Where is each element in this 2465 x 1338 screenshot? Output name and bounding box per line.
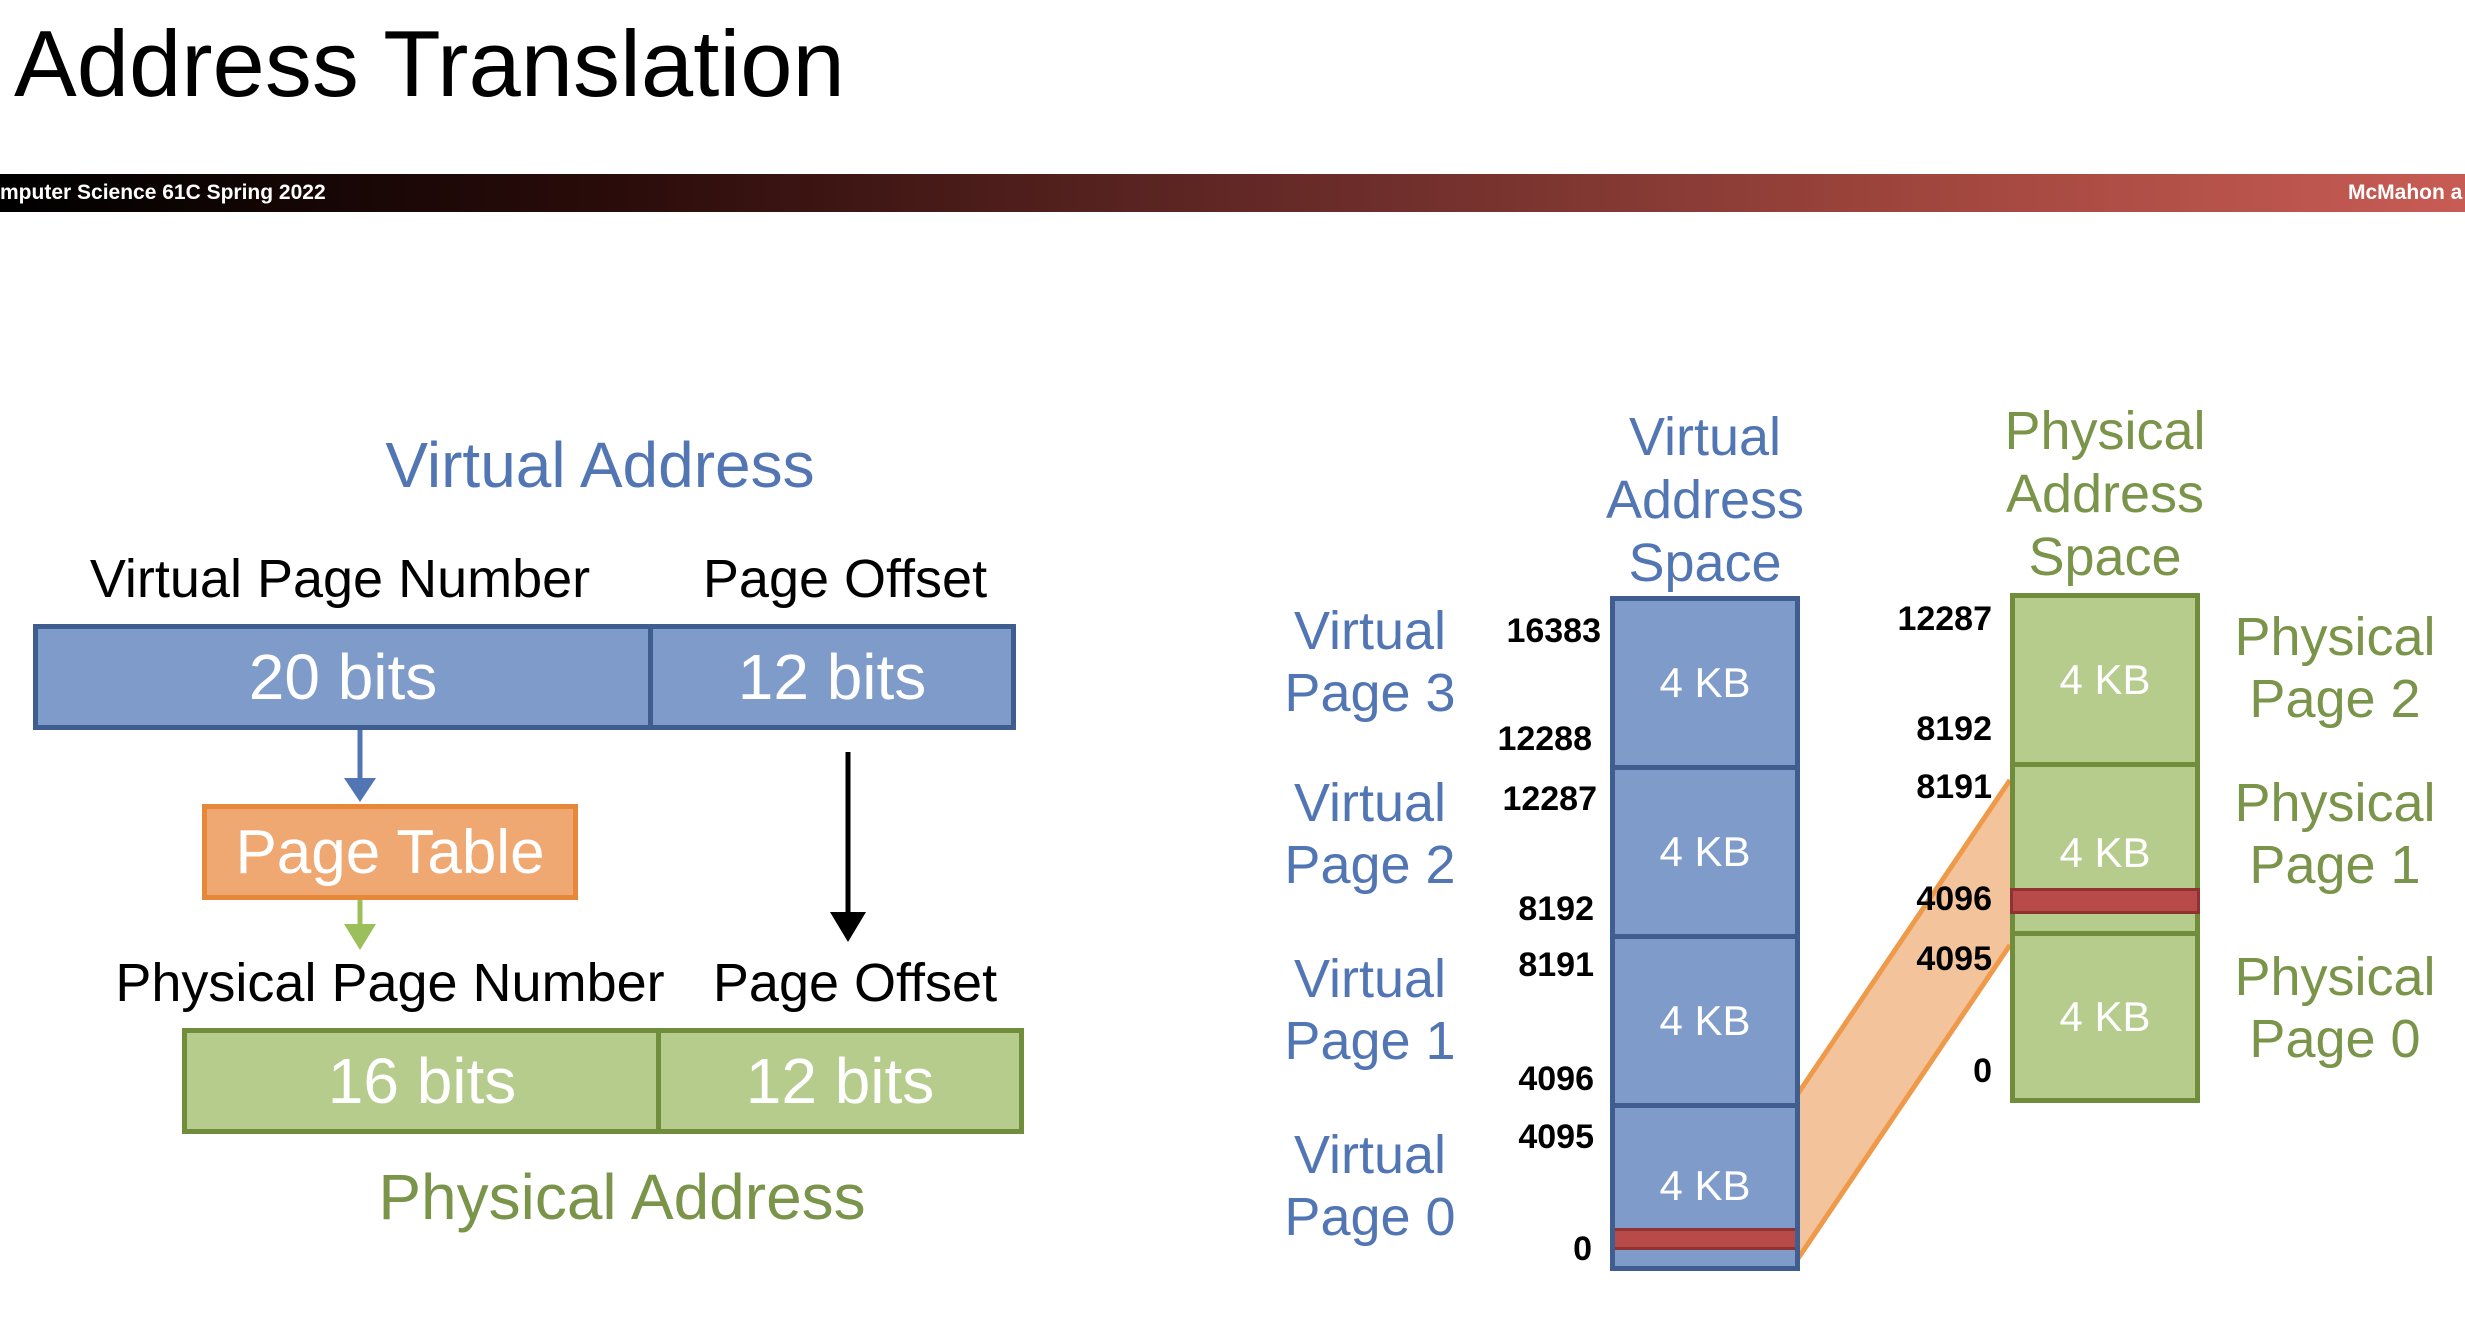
vpn-bits-box: 20 bits: [33, 624, 653, 730]
vaddr-12287: 12287: [1502, 780, 1597, 818]
paddr-8192: 8192: [1916, 710, 1992, 748]
vaddr-8192: 8192: [1518, 890, 1594, 928]
virtual-space-title: Virtual Address Space: [1605, 407, 1805, 593]
physical-address-title: Physical Address: [378, 1161, 866, 1233]
virtual-page-2-label: Virtual Page 2: [1284, 773, 1456, 895]
physical-page-0-label: Physical Page 0: [2234, 947, 2436, 1069]
mapping-edge-top: [1794, 778, 2013, 1097]
offset-bits-top: 12 bits: [737, 641, 927, 713]
vaddr-16383: 16383: [1506, 612, 1601, 650]
page-table-box: Page Table: [202, 804, 578, 900]
paddr-0: 0: [1973, 1052, 1992, 1090]
paddr-4096: 4096: [1916, 880, 1992, 918]
mapping-edge-bottom: [1794, 943, 2013, 1262]
physical-space-title: Physical Address Space: [2004, 401, 2206, 587]
paddr-4095: 4095: [1916, 940, 1992, 978]
physical-block-0: 4 KB: [2010, 931, 2200, 1103]
ppn-bits-box: 16 bits: [182, 1028, 662, 1134]
physical-block-2: 4 KB: [2010, 593, 2200, 767]
physical-page-2-label: Physical Page 2: [2234, 607, 2436, 729]
page-offset-label-top: Page Offset: [702, 549, 988, 609]
slide-banner: mputer Science 61C Spring 2022 McMahon a: [0, 174, 2465, 212]
virtual-highlight-bar: [1615, 1228, 1795, 1250]
virtual-block-2: 4 KB: [1610, 765, 1800, 939]
virtual-block-1: 4 KB: [1610, 934, 1800, 1108]
virtual-address-title: Virtual Address: [385, 429, 815, 501]
vaddr-4095: 4095: [1518, 1118, 1594, 1156]
vpn-label: Virtual Page Number: [89, 549, 591, 609]
paddr-12287: 12287: [1897, 600, 1992, 638]
vaddr-0: 0: [1573, 1230, 1592, 1268]
virtual-page-0-label: Virtual Page 0: [1284, 1125, 1456, 1247]
virtual-page-3-label: Virtual Page 3: [1284, 601, 1456, 723]
slide-title: Address Translation: [14, 11, 845, 116]
vaddr-4096: 4096: [1518, 1060, 1594, 1098]
vaddr-8191: 8191: [1518, 946, 1594, 984]
offset-bits-box-bottom: 12 bits: [656, 1028, 1024, 1134]
mapping-band: [1797, 780, 2010, 1260]
offset-arrow-head: [830, 912, 866, 942]
virtual-page-1-label: Virtual Page 1: [1284, 949, 1456, 1071]
offset-bits-box-top: 12 bits: [648, 624, 1016, 730]
vpn-arrow-head: [344, 778, 376, 802]
ppn-bits: 16 bits: [327, 1045, 517, 1117]
paddr-8191: 8191: [1916, 768, 1992, 806]
author-label: McMahon a: [2348, 181, 2463, 204]
physical-highlight-bar: [2010, 888, 2200, 914]
offset-bits-bottom: 12 bits: [745, 1045, 935, 1117]
page-table-label: Page Table: [235, 817, 545, 887]
course-label: mputer Science 61C Spring 2022: [0, 181, 326, 204]
page-offset-label-bottom: Page Offset: [712, 953, 998, 1013]
vaddr-12288: 12288: [1497, 720, 1592, 758]
vpn-bits: 20 bits: [248, 641, 438, 713]
physical-page-1-label: Physical Page 1: [2234, 773, 2436, 895]
ppn-label: Physical Page Number: [115, 953, 665, 1013]
virtual-block-3: 4 KB: [1610, 596, 1800, 770]
ppn-arrow-head: [344, 924, 376, 950]
